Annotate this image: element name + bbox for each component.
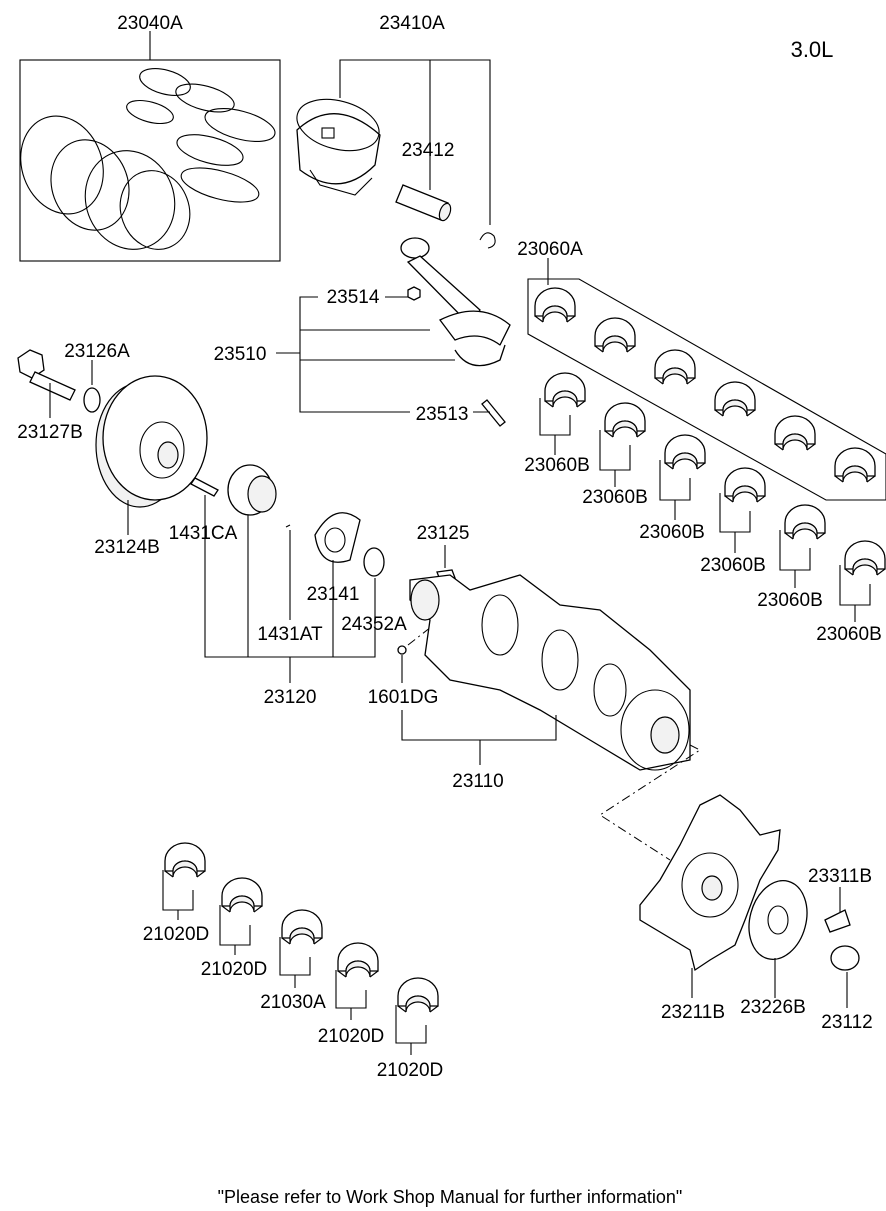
rod-nut	[407, 286, 421, 301]
label-23060B-5: 23060B	[757, 590, 823, 611]
label-23040A: 23040A	[117, 13, 183, 34]
label-21020D-3: 21020D	[318, 1026, 385, 1047]
snap-ring	[479, 232, 496, 249]
pulley-bolt	[17, 349, 76, 401]
engine-variant-label: 3.0L	[791, 37, 834, 62]
label-21020D-1: 21020D	[143, 924, 210, 945]
piston-ring-set	[19, 59, 281, 262]
label-23110: 23110	[452, 771, 503, 792]
adapter-plate	[748, 880, 808, 960]
pulley-washer	[83, 387, 101, 413]
label-23060B-3: 23060B	[639, 522, 705, 543]
rod-bolt	[481, 399, 506, 427]
label-23514: 23514	[327, 287, 380, 308]
leader-lines	[49, 31, 871, 1055]
label-23112: 23112	[821, 1012, 872, 1033]
label-23120: 23120	[264, 687, 317, 708]
label-23141: 23141	[307, 584, 360, 605]
label-23510: 23510	[214, 344, 267, 365]
label-23211B: 23211B	[661, 1002, 725, 1023]
pilot-bushing	[830, 945, 860, 971]
label-23060B-4: 23060B	[700, 555, 766, 576]
label-23412: 23412	[402, 140, 455, 161]
flex-plate	[639, 794, 781, 972]
label-23226B: 23226B	[740, 997, 806, 1018]
label-23060B-2: 23060B	[582, 487, 648, 508]
label-23311B: 23311B	[808, 866, 872, 887]
label-23060A: 23060A	[517, 239, 583, 260]
label-23410A: 23410A	[379, 13, 445, 34]
flex-plate-bolt	[824, 909, 851, 933]
connecting-rod	[400, 237, 511, 367]
label-23060B-6: 23060B	[816, 624, 882, 645]
label-23126A: 23126A	[64, 341, 130, 362]
label-1431AT: 1431AT	[257, 624, 323, 645]
piston-pin	[395, 184, 452, 222]
dowel-pin	[397, 645, 407, 655]
footer-note: "Please refer to Work Shop Manual for fu…	[218, 1187, 683, 1207]
label-21020D-4: 21020D	[377, 1060, 444, 1081]
label-24352A: 24352A	[341, 614, 407, 635]
crankshaft	[409, 574, 691, 771]
key	[190, 477, 219, 497]
label-1431CA: 1431CA	[169, 523, 238, 544]
label-23124B: 23124B	[94, 537, 160, 558]
label-23125: 23125	[417, 523, 470, 544]
timing-sprocket	[227, 464, 277, 516]
label-23060B-1: 23060B	[524, 455, 590, 476]
label-1601DG: 1601DG	[368, 687, 439, 708]
thrust-plate	[314, 512, 361, 563]
piston	[296, 98, 381, 196]
label-21020D-2: 21020D	[201, 959, 268, 980]
main-bearing-set	[527, 278, 886, 501]
seal-ring	[363, 547, 385, 577]
small-pin	[285, 524, 291, 528]
label-23513: 23513	[416, 404, 469, 425]
label-21030A: 21030A	[260, 992, 326, 1013]
crank-pulley	[95, 375, 208, 508]
label-23127B: 23127B	[17, 422, 83, 443]
